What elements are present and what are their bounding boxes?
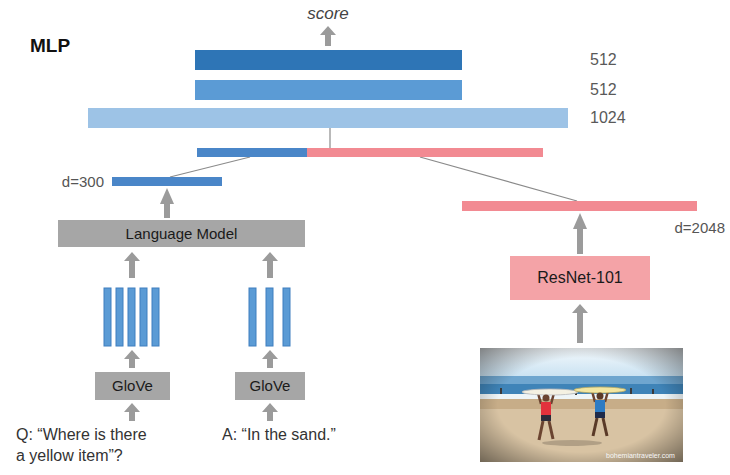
text-feature-segment [197,148,307,157]
concat-bar [197,148,543,157]
leader-line [420,157,577,201]
flow-arrow [577,223,583,254]
dimension-label: 1024 [590,108,626,127]
word-vector [283,288,290,346]
dimension-label: d=2048 [675,219,725,237]
word-vectors [104,288,290,346]
image-feature-bar: d=2048 [462,201,697,211]
flow-arrow [124,252,140,278]
resnet-box: ResNet-101 [510,256,650,300]
dimension-label: d=300 [62,173,104,191]
score-arrow [320,26,336,46]
flow-arrow [124,403,140,421]
leader-line [329,128,330,148]
beach-photo [480,348,683,462]
glove-box: GloVe [95,372,170,400]
word-vector [116,288,123,346]
flow-arrow [124,350,140,368]
leader-line [170,157,250,177]
box-label: ResNet-101 [537,268,622,287]
box-label: Language Model [126,225,238,243]
dimension-label: 512 [590,80,617,99]
flow-arrow [262,252,278,278]
image-feature-segment [307,148,543,157]
text-feature-bar: d=300 [112,177,222,186]
vignette [480,348,683,462]
dimension-label: 512 [590,50,617,69]
question-text: Q: “Where is there a yellow item”? [16,425,154,467]
box-label: GloVe [112,377,153,395]
box-label: GloVe [250,377,291,395]
output-label: score [307,3,349,25]
flow-arrow [262,350,278,368]
answer-text: A: “In the sand.” [222,425,336,446]
dense-layer-bar: 512 [195,50,462,70]
flow-arrow [572,304,588,343]
word-vector [140,288,147,346]
flow-arrow [164,198,170,218]
dense-layer-bar: 512 [195,80,462,100]
word-vector [152,288,159,346]
section-title: MLP [30,34,70,59]
word-vector [249,288,256,346]
language-model-box: Language Model [58,220,305,247]
word-vector [266,288,273,346]
flow-arrow [262,403,278,421]
glove-box: GloVe [235,372,305,400]
watermark: bohemiantraveler.com [606,451,675,460]
dense-layer-bar: 1024 [88,108,568,128]
concat-lines [170,128,577,201]
word-vector [128,288,135,346]
word-vector [104,288,111,346]
